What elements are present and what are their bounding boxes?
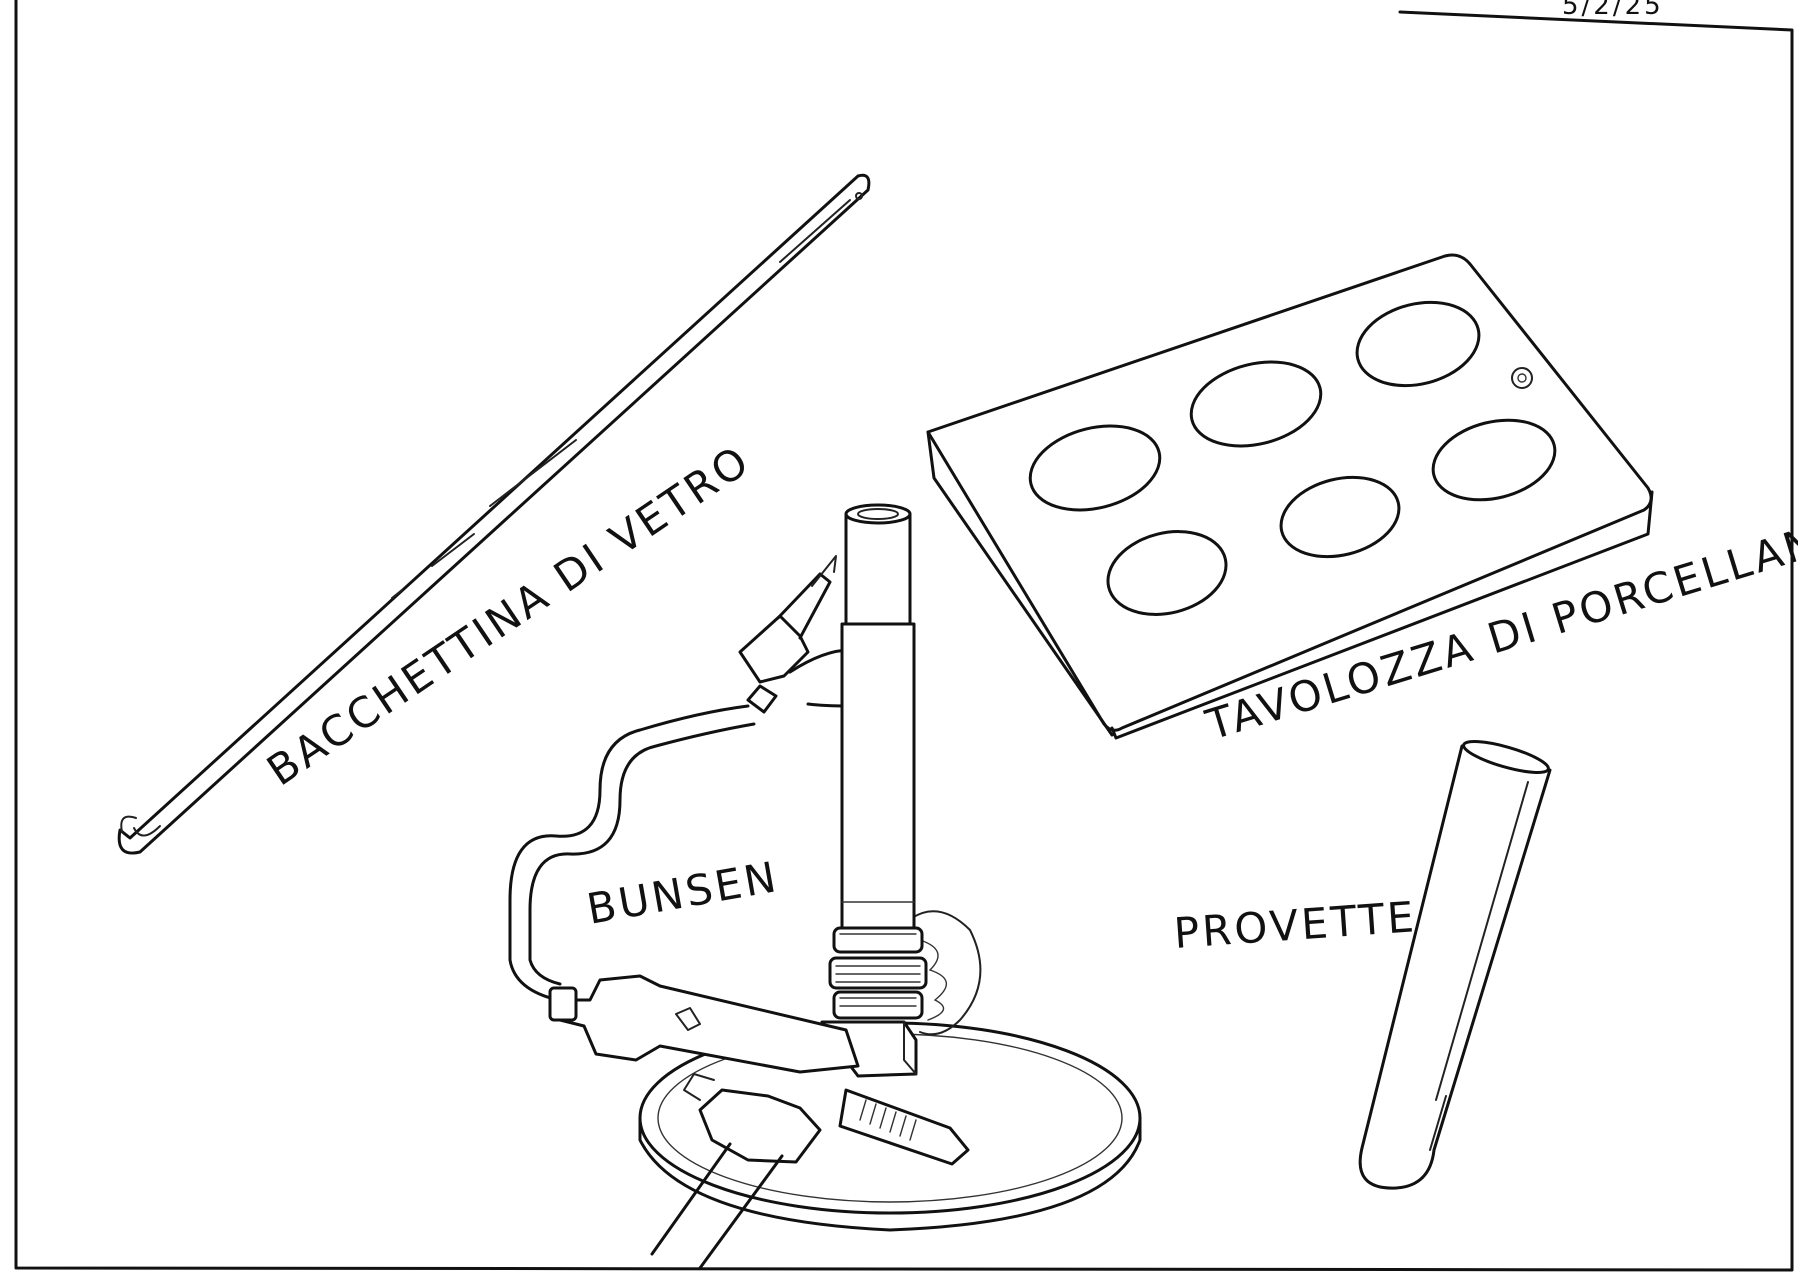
glass-rod-label-group: BACCHETTINA DI VETRO <box>258 435 759 795</box>
glass-rod-label: BACCHETTINA DI VETRO <box>258 435 759 795</box>
bunsen-label: BUNSEN <box>583 852 782 934</box>
spot-plate-wells <box>1021 290 1563 626</box>
spot-plate <box>928 255 1652 738</box>
test-tube <box>1360 735 1551 1188</box>
corner-text: 5/2/25 <box>1562 0 1664 21</box>
air-collar <box>830 928 926 1018</box>
test-tube-label: PROVETTE <box>1172 892 1418 958</box>
glass-rod <box>119 175 869 853</box>
